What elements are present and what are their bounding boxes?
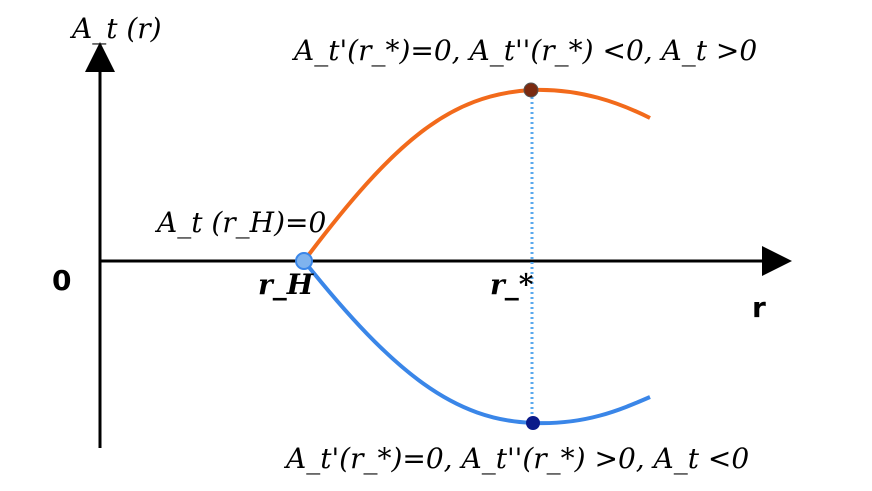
horizon-annotation: A_t (r_H)=0 [154, 206, 326, 239]
lower-annotation: A_t'(r_*)=0, A_t''(r_*) >0, A_t <0 [283, 442, 749, 475]
y-axis-label: A_t (r) [69, 12, 162, 45]
max-point [523, 82, 539, 98]
min-point [526, 416, 540, 430]
origin-label: 0 [52, 264, 71, 297]
x-axis-label: r [752, 291, 766, 324]
rstar-label: r_* [490, 268, 534, 301]
rH-label: r_H [258, 268, 315, 301]
upper-curve [302, 87, 651, 263]
horizon-point [295, 252, 313, 270]
lower-curve [302, 259, 651, 426]
upper-annotation: A_t'(r_*)=0, A_t''(r_*) <0, A_t >0 [291, 34, 757, 67]
